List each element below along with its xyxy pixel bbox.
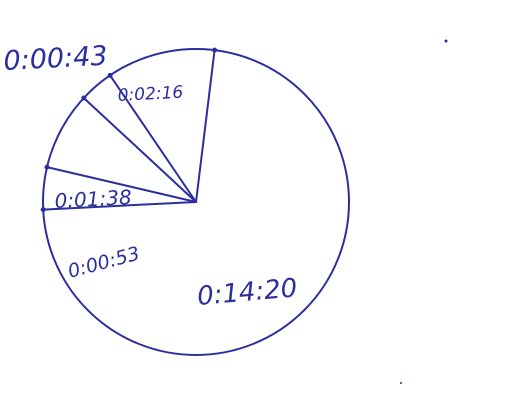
stray-dot [444, 39, 448, 43]
slice-label: 0:00:43 [3, 41, 109, 77]
slice-endpoint-dot [44, 164, 50, 170]
slice-endpoint-dot [40, 207, 46, 213]
slice-label: 0:02:16 [117, 83, 184, 106]
slice-divider-line [42, 201, 197, 211]
stray-dot [400, 382, 402, 384]
pie-outline [42, 48, 350, 356]
slice-divider-line [46, 166, 197, 203]
slice-divider-line [82, 97, 197, 203]
slice-divider-line [195, 49, 216, 203]
slice-endpoint-dot [107, 72, 113, 78]
slice-endpoint-dot [81, 95, 87, 101]
slice-label: 0:01:38 [54, 185, 132, 213]
slice-endpoint-dot [212, 47, 218, 53]
slice-divider-line [109, 74, 197, 203]
